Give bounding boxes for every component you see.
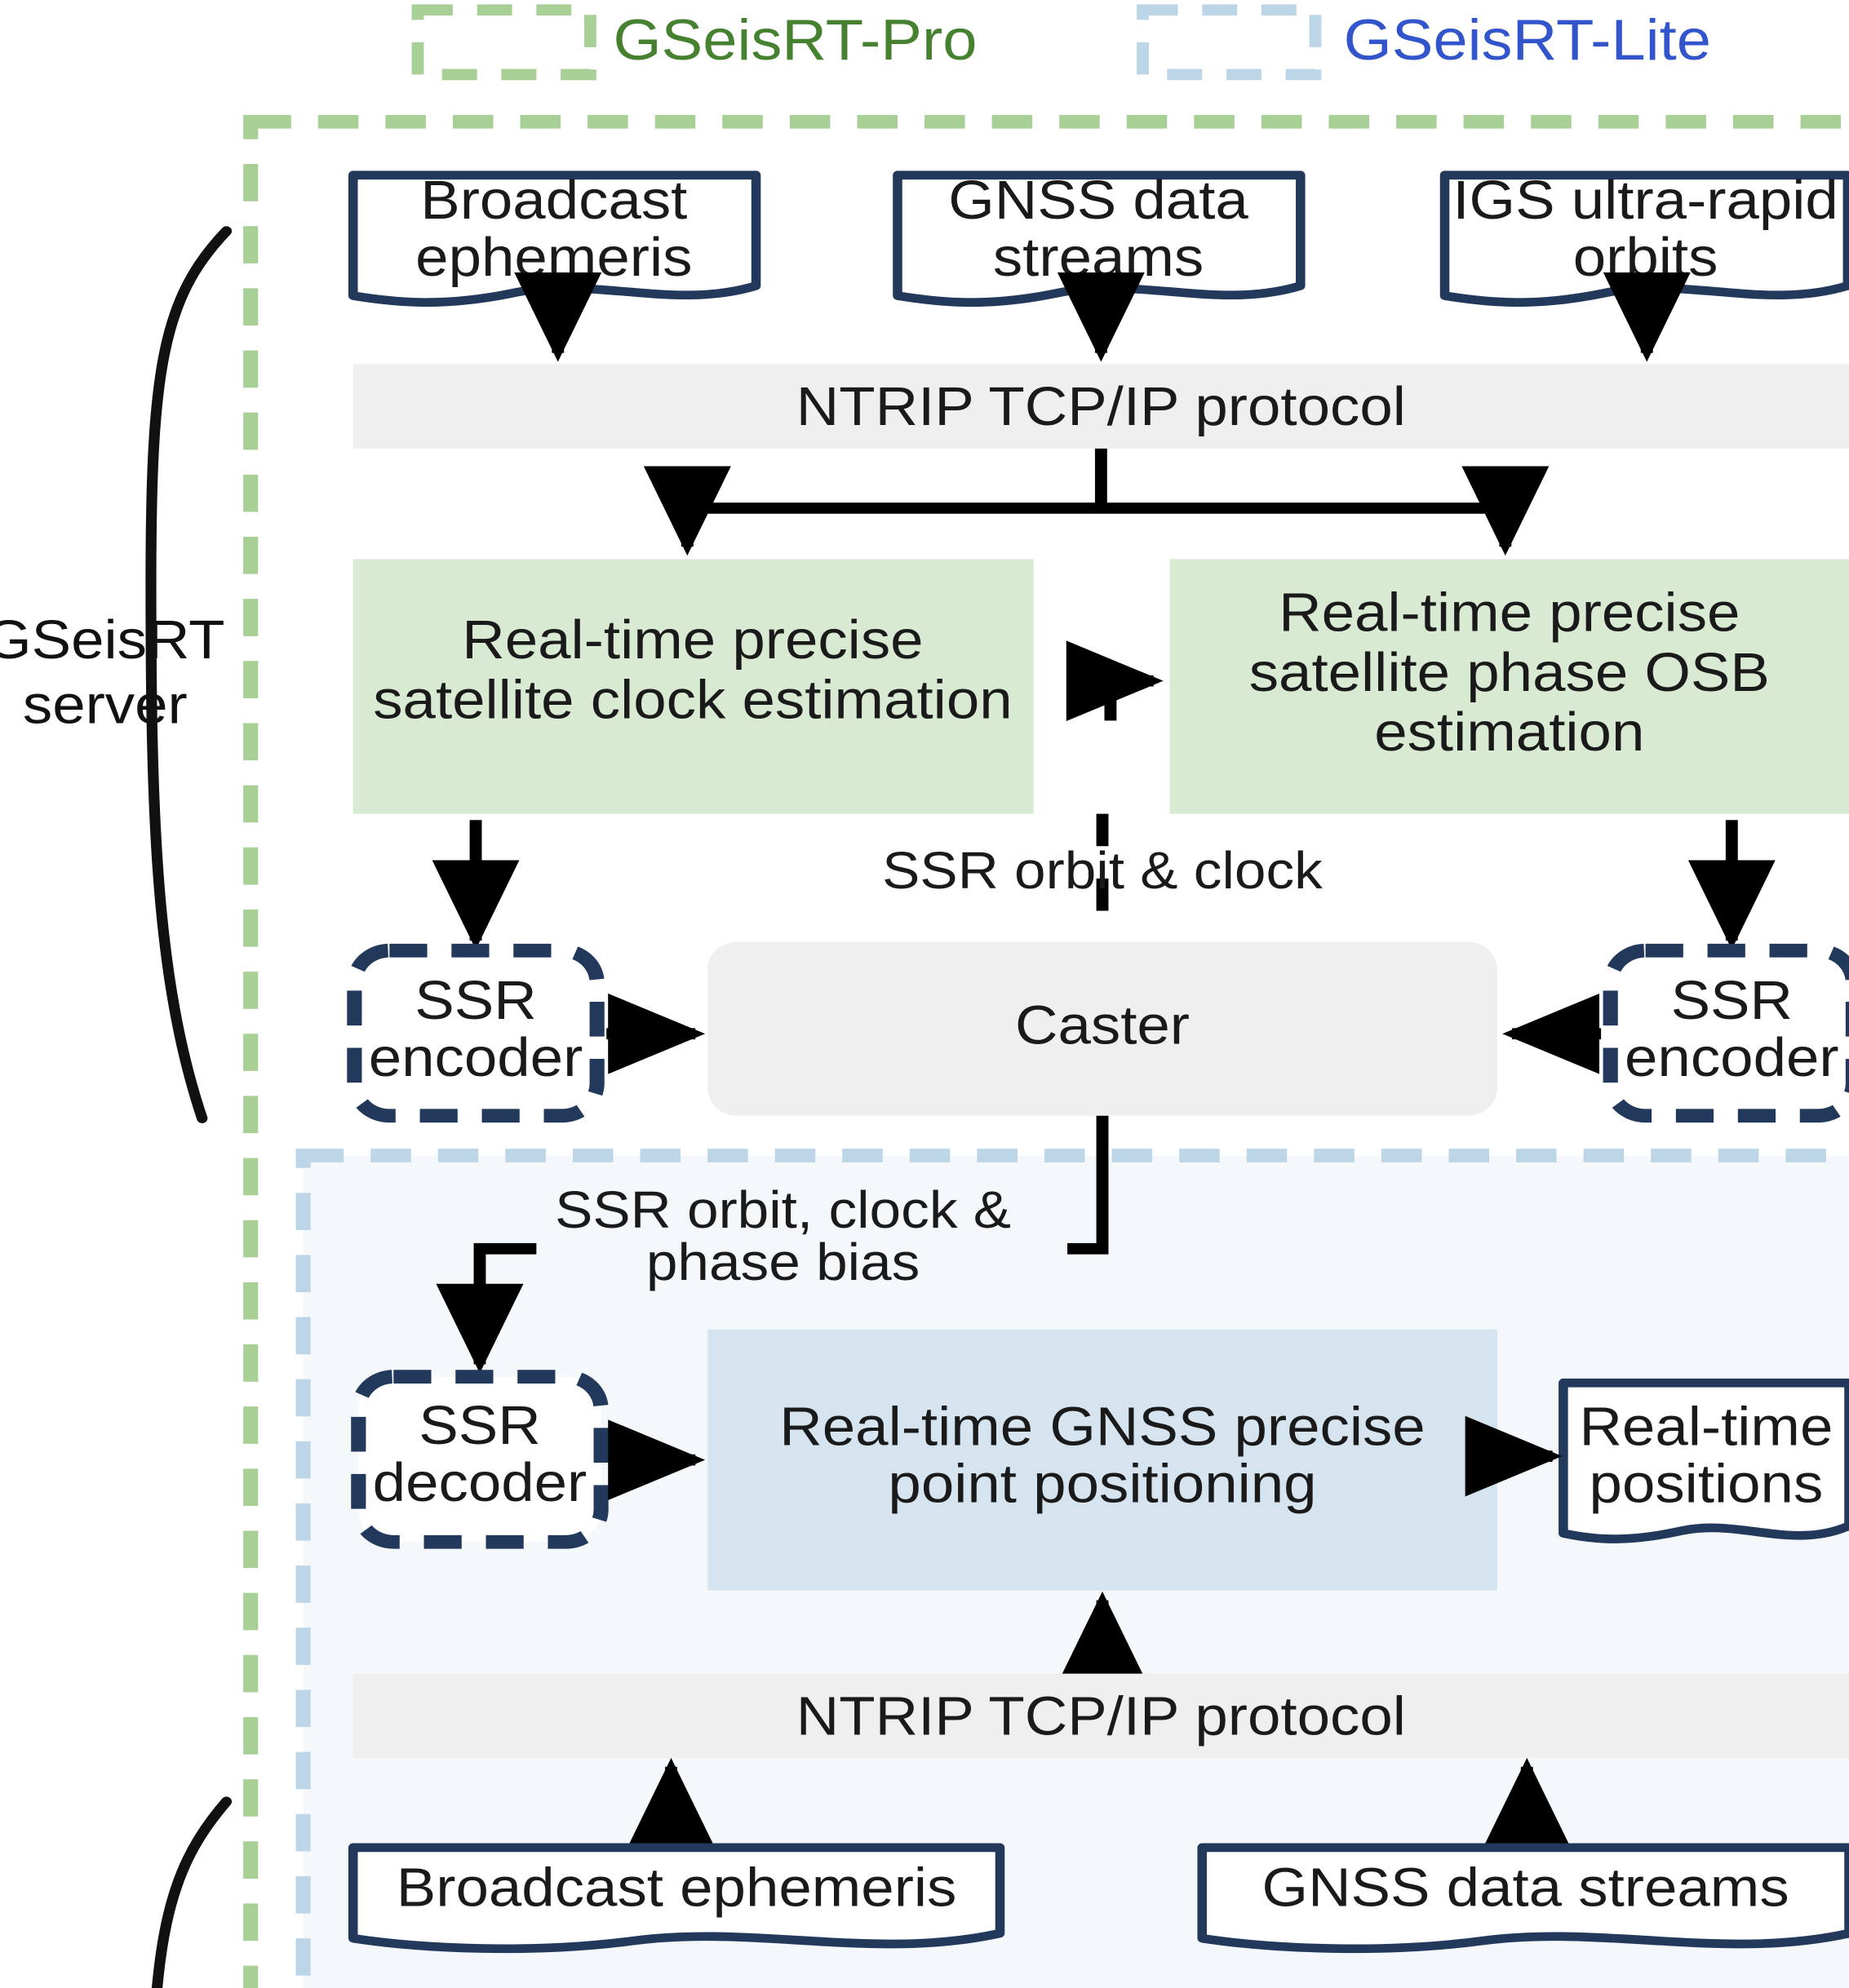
client-source-doc-broadcast-ephemeris bbox=[348, 1843, 1005, 1954]
process-box-clock-estimation-line1: Real-time precise bbox=[462, 609, 923, 671]
flow-label-ssr-orbit-clock-phase-bias-line1: SSR orbit, clock & bbox=[555, 1181, 1011, 1239]
legend-lite-swatch bbox=[1137, 4, 1322, 81]
server-brace-label-line2: server bbox=[23, 674, 188, 735]
ssr-encoder-left bbox=[347, 943, 605, 1123]
process-box-clock-estimation bbox=[353, 559, 1034, 814]
ssr-encoder-left-line1: SSR bbox=[415, 970, 536, 1031]
caster-box-label: Caster bbox=[1015, 994, 1190, 1056]
client-source-doc-broadcast-ephemeris-label: Broadcast ephemeris bbox=[397, 1857, 957, 1918]
connector-caster-to-client bbox=[1067, 1115, 1109, 1255]
output-doc-real-time-positions-line2: positions bbox=[1590, 1453, 1824, 1514]
output-doc-real-time-positions-line1: Real-time bbox=[1579, 1396, 1833, 1457]
client-brace bbox=[151, 1796, 233, 1988]
process-box-osb-estimation-line2: satellite phase OSB bbox=[1249, 641, 1770, 702]
server-ntrip-bar bbox=[353, 364, 1849, 449]
ppp-box-line1: Real-time GNSS precise bbox=[779, 1396, 1425, 1457]
ppp-box bbox=[707, 1329, 1497, 1591]
flow-label-ssr-orbit-clock-phase-bias-line2: phase bias bbox=[646, 1233, 920, 1291]
source-doc-broadcast-ephemeris-line2: ephemeris bbox=[415, 227, 692, 288]
source-doc-gnss-data-streams-line1: GNSS data bbox=[948, 170, 1248, 231]
process-box-osb-estimation bbox=[1169, 559, 1849, 814]
ssr-decoder bbox=[351, 1370, 609, 1549]
legend-pro-swatch bbox=[411, 4, 596, 81]
source-doc-broadcast-ephemeris-line1: Broadcast bbox=[420, 170, 687, 231]
server-ntrip-bar-label: NTRIP TCP/IP protocol bbox=[796, 376, 1406, 437]
connector-ntrip-split bbox=[687, 448, 1505, 514]
process-box-clock-estimation-line2: satellite clock estimation bbox=[373, 669, 1012, 730]
legend-lite-label: GSeisRT-Lite bbox=[1344, 9, 1711, 73]
client-ntrip-bar-label: NTRIP TCP/IP protocol bbox=[796, 1685, 1406, 1747]
ssr-encoder-left-line2: encoder bbox=[369, 1027, 583, 1088]
source-doc-igs-ultra-rapid-orbits-line1: IGS ultra-rapid bbox=[1452, 170, 1838, 231]
ssr-decoder-line1: SSR bbox=[419, 1394, 540, 1455]
process-box-osb-estimation-line3: estimation bbox=[1374, 702, 1644, 763]
source-doc-igs-ultra-rapid-orbits-line2: orbits bbox=[1573, 227, 1718, 288]
server-brace bbox=[145, 226, 233, 1123]
arrow-clock-to-osb bbox=[1066, 640, 1164, 722]
output-doc-real-time-positions bbox=[1559, 1378, 1849, 1543]
client-source-doc-gnss-data-streams bbox=[1197, 1843, 1849, 1954]
ssr-encoder-right-line1: SSR bbox=[1671, 970, 1793, 1031]
process-box-osb-estimation-line1: Real-time precise bbox=[1279, 582, 1740, 643]
caster-box bbox=[707, 941, 1497, 1116]
ssr-encoder-right-line2: encoder bbox=[1625, 1027, 1839, 1088]
ppp-box-line2: point positioning bbox=[888, 1453, 1316, 1514]
client-ntrip-bar bbox=[353, 1673, 1849, 1759]
arrow-to-ssr-decoder bbox=[436, 1242, 537, 1374]
ssr-encoder-right bbox=[1603, 943, 1849, 1123]
server-brace-label-line1: GSeisRT bbox=[0, 609, 225, 671]
flow-label-ssr-orbit-clock: SSR orbit & clock bbox=[882, 842, 1323, 900]
source-doc-gnss-data-streams-line2: streams bbox=[993, 227, 1204, 288]
legend-pro-label: GSeisRT-Pro bbox=[613, 9, 977, 73]
client-source-doc-gnss-data-streams-label: GNSS data streams bbox=[1262, 1857, 1789, 1918]
ssr-decoder-line2: decoder bbox=[373, 1452, 588, 1513]
